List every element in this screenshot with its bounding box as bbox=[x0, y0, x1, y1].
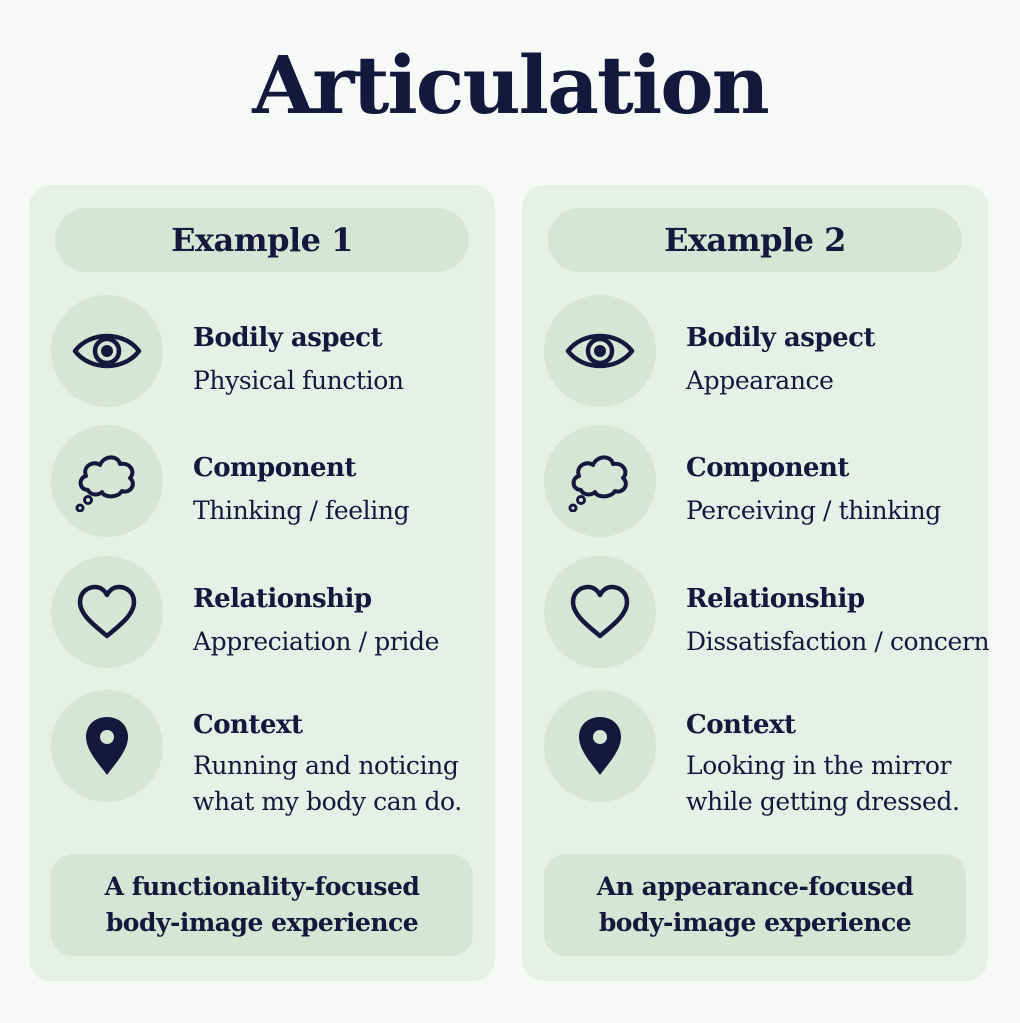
icon-circle bbox=[544, 295, 656, 407]
row-label: Relationship bbox=[193, 584, 372, 614]
row-value-line: Running and noticing bbox=[193, 751, 459, 780]
example-panel-2: Example 2 Bodily aspect Appearance Compo… bbox=[522, 185, 990, 981]
row-value: Dissatisfaction / concern bbox=[686, 627, 990, 656]
row-value: Perceiving / thinking bbox=[686, 496, 941, 525]
icon-circle bbox=[51, 556, 163, 668]
icon-circle bbox=[544, 425, 656, 537]
row-label: Context bbox=[193, 710, 303, 740]
icon-circle bbox=[51, 690, 163, 802]
summary-line: body-image experience bbox=[105, 908, 419, 937]
page-title: Articulation bbox=[252, 38, 770, 132]
icon-circle bbox=[544, 556, 656, 668]
row-component: Component Thinking / feeling bbox=[51, 425, 481, 537]
summary-line: An appearance-focused bbox=[596, 872, 914, 901]
row-relationship: Relationship Dissatisfaction / concern bbox=[544, 556, 990, 668]
row-value-line: what my body can do. bbox=[193, 787, 462, 816]
row-label: Component bbox=[193, 453, 356, 483]
row-label: Bodily aspect bbox=[686, 323, 875, 353]
row-label: Relationship bbox=[686, 584, 865, 614]
row-component: Component Perceiving / thinking bbox=[544, 425, 974, 537]
row-value-line: Looking in the mirror bbox=[686, 751, 952, 780]
row-label: Bodily aspect bbox=[193, 323, 382, 353]
row-value: Running and noticing what my body can do… bbox=[193, 748, 462, 820]
row-value: Appreciation / pride bbox=[193, 627, 439, 656]
summary-box: An appearance-focused body-image experie… bbox=[544, 854, 966, 956]
summary-box: A functionality-focused body-image exper… bbox=[51, 854, 473, 956]
thought-bubble-icon bbox=[75, 455, 135, 512]
summary-line: body-image experience bbox=[598, 908, 912, 937]
row-value: Physical function bbox=[193, 366, 404, 395]
heart-icon bbox=[77, 584, 137, 639]
thought-bubble-icon bbox=[568, 455, 628, 512]
eye-icon bbox=[72, 333, 142, 369]
heart-icon bbox=[570, 584, 630, 639]
icon-circle bbox=[51, 425, 163, 537]
row-label: Component bbox=[686, 453, 849, 483]
icon-circle bbox=[51, 295, 163, 407]
row-label: Context bbox=[686, 710, 796, 740]
eye-icon bbox=[565, 333, 635, 369]
example-panel-1: Example 1 Bodily aspect Physical functio… bbox=[29, 185, 495, 981]
location-pin-icon bbox=[579, 717, 621, 775]
location-pin-icon bbox=[86, 717, 128, 775]
row-value: Thinking / feeling bbox=[193, 496, 410, 525]
row-context: Context Looking in the mirror while gett… bbox=[544, 690, 974, 816]
row-value: Appearance bbox=[686, 366, 834, 395]
row-relationship: Relationship Appreciation / pride bbox=[51, 556, 481, 668]
row-value: Looking in the mirror while getting dres… bbox=[686, 748, 960, 820]
icon-circle bbox=[544, 690, 656, 802]
summary-line: A functionality-focused bbox=[104, 872, 420, 901]
example-header: Example 1 bbox=[55, 208, 469, 272]
example-header: Example 2 bbox=[548, 208, 962, 272]
row-bodily-aspect: Bodily aspect Physical function bbox=[51, 295, 481, 407]
row-value-line: while getting dressed. bbox=[686, 787, 960, 816]
row-bodily-aspect: Bodily aspect Appearance bbox=[544, 295, 974, 407]
row-context: Context Running and noticing what my bod… bbox=[51, 690, 481, 816]
